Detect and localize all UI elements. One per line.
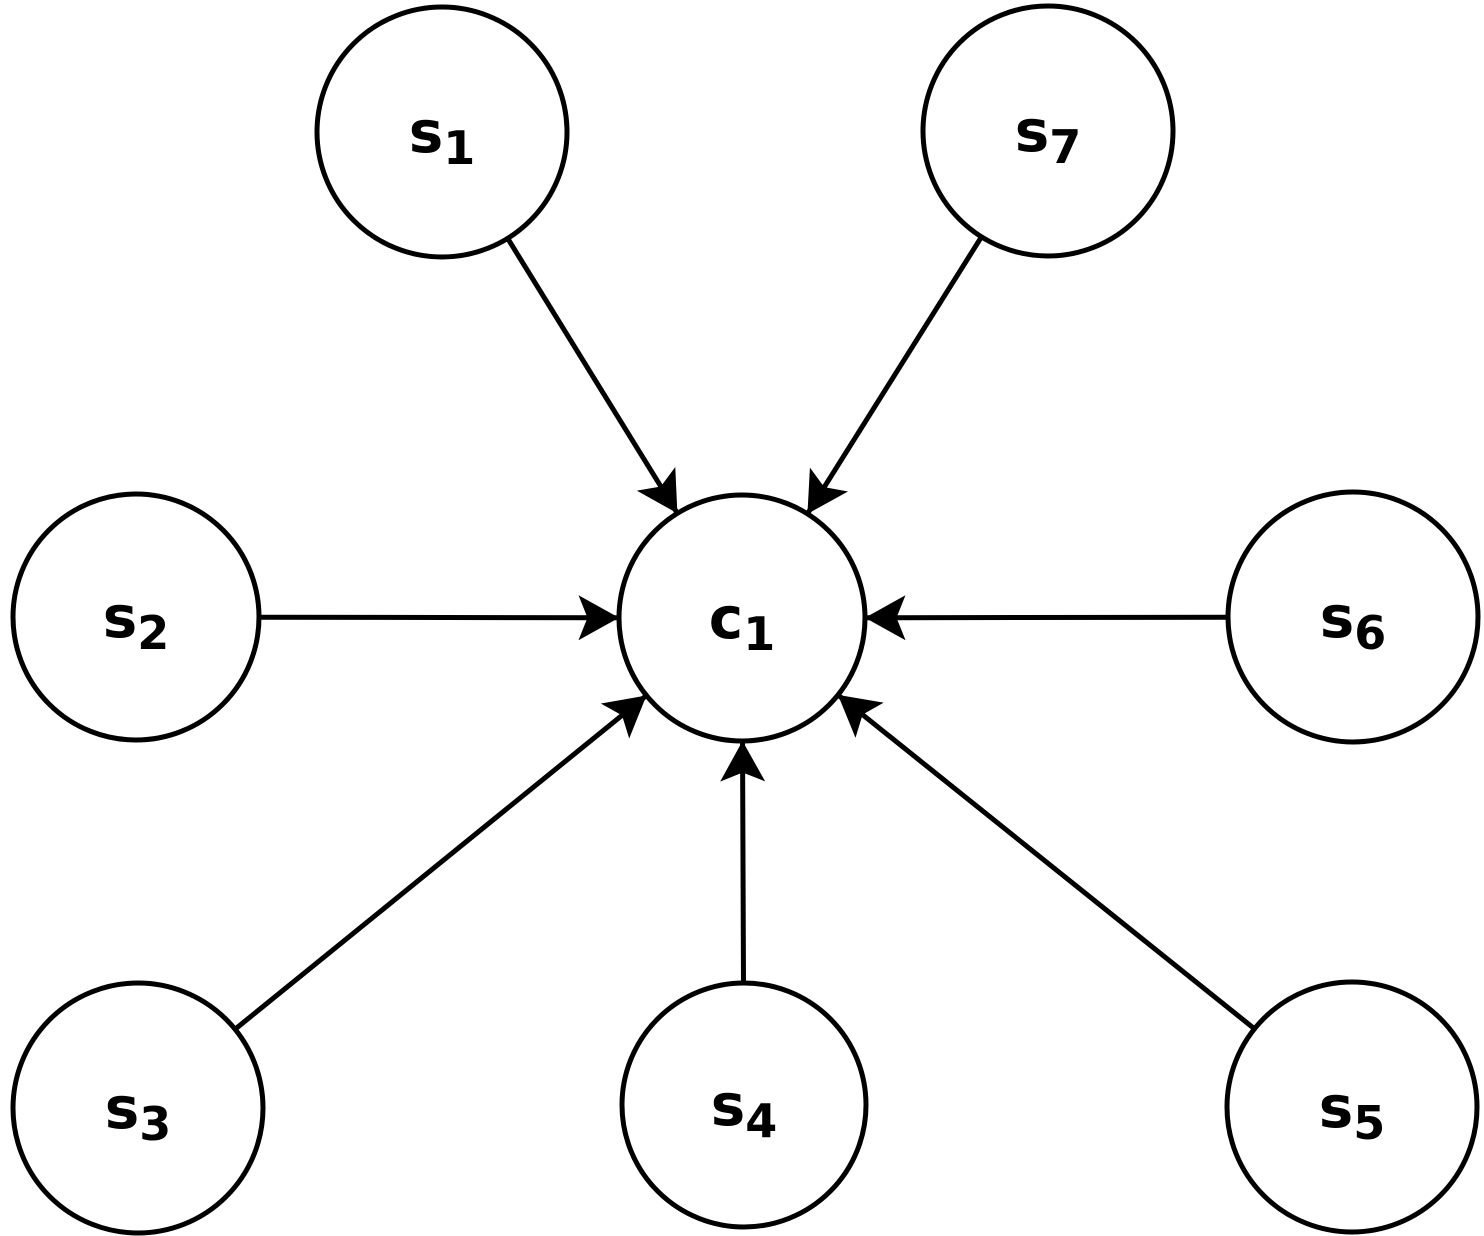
node-s2: s2: [10, 491, 262, 743]
node-s7: s7: [920, 3, 1176, 259]
node-s3: s3: [10, 980, 266, 1236]
node-label-c1: c1: [709, 584, 775, 661]
node-circle-s4: [619, 980, 869, 1230]
edge-s2-to-c1: [258, 595, 620, 641]
node-circle-s5: [1224, 979, 1480, 1235]
node-circle-s7: [920, 3, 1176, 259]
node-circle-s2: [10, 491, 262, 743]
node-label-s7: s7: [1015, 97, 1082, 174]
edge-s4-to-c1: [720, 740, 766, 984]
node-s4: s4: [619, 980, 869, 1230]
node-label-s1: s1: [409, 98, 476, 175]
node-circle-s3: [10, 980, 266, 1236]
node-circle-s1: [314, 4, 570, 260]
node-label-s2: s2: [103, 583, 170, 660]
node-s6: s6: [1225, 489, 1481, 745]
node-label-s5: s5: [1319, 1073, 1386, 1150]
node-s5: s5: [1224, 979, 1480, 1235]
node-c1: c1: [616, 492, 868, 744]
node-label-s6: s6: [1320, 583, 1387, 660]
node-circle-s6: [1225, 489, 1481, 745]
node-label-s4: s4: [711, 1071, 778, 1148]
node-label-s3: s3: [105, 1074, 172, 1151]
edge-s3-to-c1: [233, 693, 649, 1032]
edge-s1-to-c1: [505, 237, 680, 515]
node-s1: s1: [314, 4, 570, 260]
edge-s6-to-c1: [864, 595, 1229, 641]
edge-s7-to-c1: [805, 235, 984, 516]
edge-s5-to-c1: [836, 692, 1257, 1031]
